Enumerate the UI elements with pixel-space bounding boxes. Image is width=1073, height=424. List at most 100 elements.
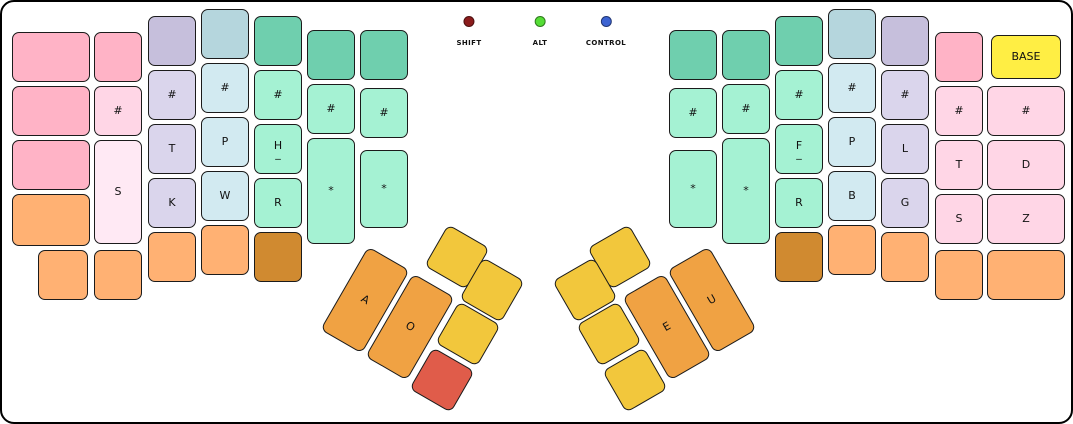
- key-legend-text: Z: [1022, 211, 1030, 225]
- key-legend-text: W: [219, 188, 231, 202]
- key-blank[interactable]: [935, 250, 983, 300]
- key-blank[interactable]: [201, 225, 249, 275]
- key-blank[interactable]: [38, 250, 88, 300]
- key-s[interactable]: S: [94, 140, 142, 244]
- key-legend-text: #: [326, 101, 336, 115]
- key-blank[interactable]: [148, 232, 196, 282]
- key-legend-text: *: [690, 181, 696, 195]
- key-blank[interactable]: [12, 194, 90, 246]
- key-blank[interactable]: [881, 16, 929, 66]
- key-legend-text: #: [954, 103, 964, 117]
- key-sub-legend-text: _: [275, 147, 281, 161]
- key-base[interactable]: BASE: [991, 35, 1061, 79]
- key-f[interactable]: F_: [775, 124, 823, 174]
- key-s[interactable]: S: [935, 194, 983, 244]
- key-d[interactable]: D: [987, 140, 1065, 190]
- legend-label-alt: ALT: [532, 39, 548, 47]
- key-blank[interactable]: [12, 32, 90, 82]
- legend-item-control: CONTROL: [586, 16, 626, 47]
- key-blank[interactable]: [828, 9, 876, 59]
- key-legend-text: #: [220, 80, 230, 94]
- key-hash[interactable]: #: [201, 63, 249, 113]
- key-t[interactable]: T: [935, 140, 983, 190]
- key-r[interactable]: R: [254, 178, 302, 228]
- key-blank[interactable]: [722, 30, 770, 80]
- key-hash[interactable]: #: [307, 84, 355, 134]
- key-hash[interactable]: #: [828, 63, 876, 113]
- key-legend-text: R: [274, 195, 282, 209]
- key-hash[interactable]: #: [881, 70, 929, 120]
- key-legend-text: H: [273, 139, 283, 153]
- key-blank[interactable]: [307, 30, 355, 80]
- key-legend-text: *: [328, 183, 334, 197]
- key-g[interactable]: G: [881, 178, 929, 228]
- key-blank[interactable]: [254, 232, 302, 282]
- key-r[interactable]: R: [775, 178, 823, 228]
- key-legend-text: *: [743, 183, 749, 197]
- key-star[interactable]: *: [669, 150, 717, 228]
- key-legend-text: L: [901, 141, 909, 155]
- key-legend-text: S: [955, 211, 963, 225]
- key-legend-text: #: [794, 87, 804, 101]
- legend-label-shift: SHIFT: [456, 39, 482, 47]
- key-legend-text: F: [795, 139, 803, 153]
- key-b[interactable]: B: [828, 171, 876, 221]
- key-h[interactable]: H_: [254, 124, 302, 174]
- key-t[interactable]: T: [148, 124, 196, 174]
- shift-dot-icon: [463, 16, 475, 27]
- key-blank[interactable]: [881, 232, 929, 282]
- key-z[interactable]: Z: [987, 194, 1065, 244]
- key-legend-text: A: [358, 292, 372, 308]
- key-hash[interactable]: #: [987, 86, 1065, 136]
- key-blank[interactable]: [201, 9, 249, 59]
- key-legend-text: #: [688, 105, 698, 119]
- key-legend-text: K: [168, 195, 176, 209]
- key-blank[interactable]: [775, 16, 823, 66]
- key-hash[interactable]: #: [148, 70, 196, 120]
- key-hash[interactable]: #: [669, 88, 717, 138]
- key-legend-text: E: [660, 319, 673, 334]
- key-blank[interactable]: [12, 86, 90, 136]
- key-legend-text: G: [900, 195, 910, 209]
- key-legend-text: T: [955, 157, 963, 171]
- key-hash[interactable]: #: [254, 70, 302, 120]
- key-legend-text: U: [704, 291, 719, 308]
- key-blank[interactable]: [775, 232, 823, 282]
- key-blank[interactable]: [94, 32, 142, 82]
- legend-label-control: CONTROL: [585, 39, 627, 47]
- key-p[interactable]: P: [828, 117, 876, 167]
- key-blank[interactable]: [94, 250, 142, 300]
- key-blank[interactable]: [828, 225, 876, 275]
- key-legend-text: #: [741, 101, 751, 115]
- key-blank[interactable]: [148, 16, 196, 66]
- key-star[interactable]: *: [307, 138, 355, 244]
- alt-dot-icon: [534, 16, 546, 27]
- key-hash[interactable]: #: [94, 86, 142, 136]
- key-hash[interactable]: #: [722, 84, 770, 134]
- key-legend-text: #: [847, 80, 857, 94]
- key-legend-text: R: [795, 195, 803, 209]
- key-blank[interactable]: [669, 30, 717, 80]
- key-hash[interactable]: #: [775, 70, 823, 120]
- key-k[interactable]: K: [148, 178, 196, 228]
- key-blank[interactable]: [12, 140, 90, 190]
- key-blank[interactable]: [987, 250, 1065, 300]
- key-legend-text: B: [848, 188, 856, 202]
- key-hash[interactable]: #: [360, 88, 408, 138]
- key-legend-text: BASE: [1011, 49, 1041, 63]
- key-hash[interactable]: #: [935, 86, 983, 136]
- key-star[interactable]: *: [722, 138, 770, 244]
- key-legend-text: #: [113, 103, 123, 117]
- key-blank[interactable]: [254, 16, 302, 66]
- control-dot-icon: [600, 16, 612, 27]
- key-blank[interactable]: [935, 32, 983, 82]
- key-legend-text: #: [900, 87, 910, 101]
- key-p[interactable]: P: [201, 117, 249, 167]
- key-legend-text: P: [221, 134, 229, 148]
- key-star[interactable]: *: [360, 150, 408, 228]
- key-w[interactable]: W: [201, 171, 249, 221]
- key-l[interactable]: L: [881, 124, 929, 174]
- legend: SHIFT ALT CONTROL: [2, 2, 1071, 62]
- key-blank[interactable]: [360, 30, 408, 80]
